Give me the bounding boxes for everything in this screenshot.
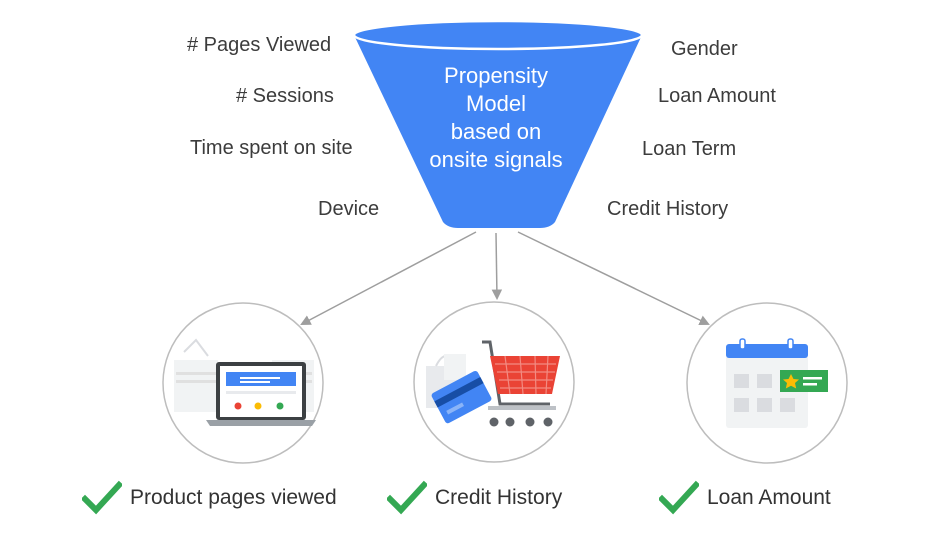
arrow-to-loan-amount [517,231,710,326]
result-circle-product-pages [162,302,324,464]
result-credit-history: Credit History [387,480,562,516]
result-label: Loan Amount [707,486,831,509]
funnel-label-line: based on [450,119,542,144]
shopping-cart-credit-card-icon [426,340,560,427]
laptop-webpage-icon [174,338,316,426]
result-product-pages: Product pages viewed [82,480,337,516]
signal-credit-history: Credit History [607,198,729,220]
signal-time-on-site: Time spent on site [190,137,353,159]
checkmark-icon [387,480,427,515]
funnel-label-line: Model [466,91,526,116]
signal-pages-viewed: # Pages Viewed [187,34,332,56]
signal-device: Device [318,198,380,220]
arrow-to-credit-history [491,232,503,301]
arrows [300,231,710,326]
result-loan-amount: Loan Amount [659,480,831,516]
arrow-to-product-pages [300,231,477,325]
funnel-label-line: onsite signals [429,147,563,172]
signal-gender: Gender [671,38,738,60]
funnel-label: Propensity Model based on onsite signals [400,62,592,174]
result-label: Product pages viewed [130,486,337,509]
checkmark-icon [82,480,122,515]
result-circle-loan-amount [686,302,848,464]
result-circle-credit-history [413,301,575,463]
result-label: Credit History [435,486,563,509]
checkmark-icon [659,480,699,515]
signal-loan-amount: Loan Amount [658,85,776,107]
signal-loan-term: Loan Term [642,138,737,160]
calendar-icon [726,338,828,428]
funnel-shape [352,19,644,228]
signal-sessions: # Sessions [236,85,334,107]
funnel-label-line: Propensity [444,63,548,88]
